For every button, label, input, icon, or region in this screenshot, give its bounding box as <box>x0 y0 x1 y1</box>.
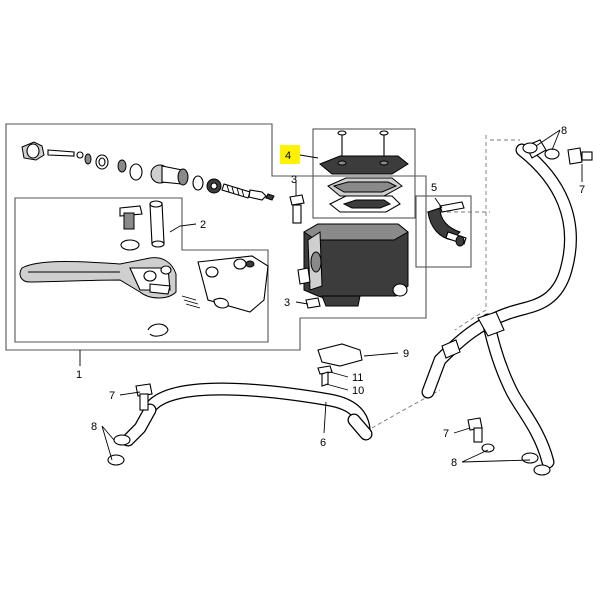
adjuster-block <box>181 255 269 313</box>
circlip <box>147 323 169 337</box>
clamp-box-5 <box>415 195 472 268</box>
master-cylinder-body <box>297 223 409 307</box>
banjo-top-right <box>522 142 593 165</box>
lever-frame-2 <box>14 197 269 343</box>
reservoir-cover-assembly <box>319 130 409 213</box>
callout-4-highlight <box>280 145 300 164</box>
brake-lever <box>19 257 177 299</box>
callout-11[interactable]: 11 <box>352 372 363 384</box>
leader-lines <box>79 129 583 463</box>
callout-1[interactable]: 1 <box>76 369 82 381</box>
banjo-right-bottom <box>467 417 551 476</box>
clamp <box>427 201 467 247</box>
callout-8-left[interactable]: 8 <box>91 421 97 433</box>
bolt-bottom <box>305 297 321 309</box>
brake-hose-right <box>421 139 577 469</box>
callout-8-top[interactable]: 8 <box>561 125 567 137</box>
lever-pin-group <box>119 200 165 251</box>
switch-fitting <box>317 343 363 387</box>
callout-7-right[interactable]: 7 <box>579 184 585 196</box>
callout-3-top[interactable]: 3 <box>291 174 297 186</box>
bolt-top <box>289 194 305 224</box>
reservoir-cover-box-4 <box>312 128 416 219</box>
piston-parts-row <box>21 141 275 201</box>
callout-6[interactable]: 6 <box>320 437 326 449</box>
callout-10[interactable]: 10 <box>352 385 364 397</box>
callout-5[interactable]: 5 <box>431 182 437 194</box>
callout-3-bottom[interactable]: 3 <box>284 297 290 309</box>
brake-hose-6 <box>121 382 373 447</box>
callout-7-bottom[interactable]: 7 <box>443 428 449 440</box>
assembly-frame-1 <box>5 123 427 351</box>
callout-7-left[interactable]: 7 <box>109 390 115 402</box>
callout-8-bottom[interactable]: 8 <box>451 457 457 469</box>
callout-9[interactable]: 9 <box>403 348 409 360</box>
callout-2[interactable]: 2 <box>200 219 206 231</box>
callout-4[interactable]: 4 <box>285 150 291 162</box>
